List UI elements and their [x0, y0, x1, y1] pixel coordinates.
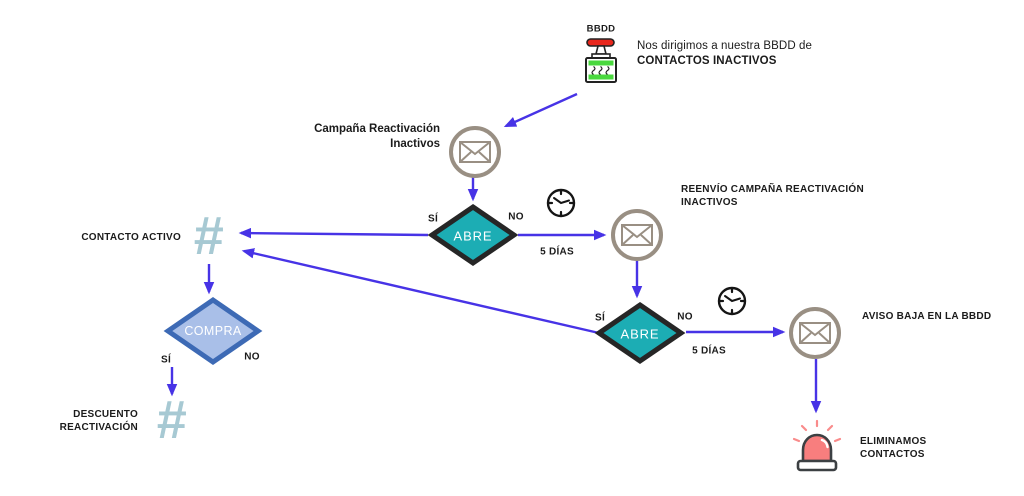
discount-label: DESCUENTO REACTIVACIÓN	[60, 408, 138, 434]
eliminate-label-line2: CONTACTOS	[860, 449, 925, 460]
envelope-icon	[611, 209, 663, 261]
abre2-yes-label: SÍ	[595, 312, 605, 324]
compra-yes-label: SÍ	[161, 354, 171, 366]
wait2-label: 5 DÍAS	[692, 345, 726, 357]
envelope-icon	[449, 126, 501, 178]
resend-label: REENVÍO CAMPAÑA REACTIVACIÓN INACTIVOS	[681, 183, 864, 209]
bbdd-icon-caption: BBDD	[586, 23, 616, 35]
decision-abre1-label: ABRE	[453, 228, 493, 244]
decision-abre2-label: ABRE	[620, 326, 660, 342]
abre1-yes-label: SÍ	[428, 213, 438, 225]
clock-icon	[717, 286, 747, 316]
clock-icon	[546, 188, 576, 218]
decision-abre1-diamond	[427, 203, 519, 267]
resend-label-line2: INACTIVOS	[681, 197, 738, 208]
decision-compra-diamond	[163, 296, 263, 366]
arrow-bbdd-to-campaign	[503, 92, 578, 128]
siren-icon	[792, 419, 842, 472]
decision-compra-label: COMPRA	[184, 324, 242, 338]
eliminate-label: ELIMINAMOS CONTACTOS	[860, 435, 926, 461]
arrow-abre2-si-to-contact	[241, 248, 600, 335]
aviso-baja-label: AVISO BAJA EN LA BBDD	[862, 311, 992, 322]
detonator-icon	[585, 38, 617, 83]
discount-label-line2: REACTIVACIÓN	[59, 422, 138, 433]
compra-no-label: NO	[244, 351, 260, 363]
campaign-label-line1: Campaña Reactivación	[314, 123, 440, 135]
bbdd-description: Nos dirigimos a nuestra BBDD de CONTACTO…	[637, 39, 812, 69]
abre1-no-label: NO	[508, 211, 524, 223]
envelope-icon	[789, 307, 841, 359]
hash-symbol: #	[192, 205, 224, 266]
resend-label-line1: REENVÍO CAMPAÑA REACTIVACIÓN	[681, 184, 864, 195]
bbdd-description-line2: CONTACTOS INACTIVOS	[637, 55, 777, 67]
hash-symbol: #	[155, 389, 187, 450]
bbdd-description-line1: Nos dirigimos a nuestra BBDD de	[637, 40, 813, 52]
abre2-no-label: NO	[677, 311, 693, 323]
eliminate-label-line1: ELIMINAMOS	[860, 436, 927, 447]
wait1-label: 5 DÍAS	[540, 246, 574, 258]
arrow-abre1-si-to-contact	[238, 227, 429, 239]
contact-active-label: CONTACTO ACTIVO	[81, 232, 181, 243]
campaign-label-line2: Inactivos	[390, 137, 440, 150]
discount-label-line1: DESCUENTO	[73, 409, 138, 420]
campaign-label: Campaña Reactivación Inactivos	[314, 122, 440, 151]
connector-arrows	[166, 92, 822, 414]
decision-abre2-diamond	[594, 301, 686, 365]
